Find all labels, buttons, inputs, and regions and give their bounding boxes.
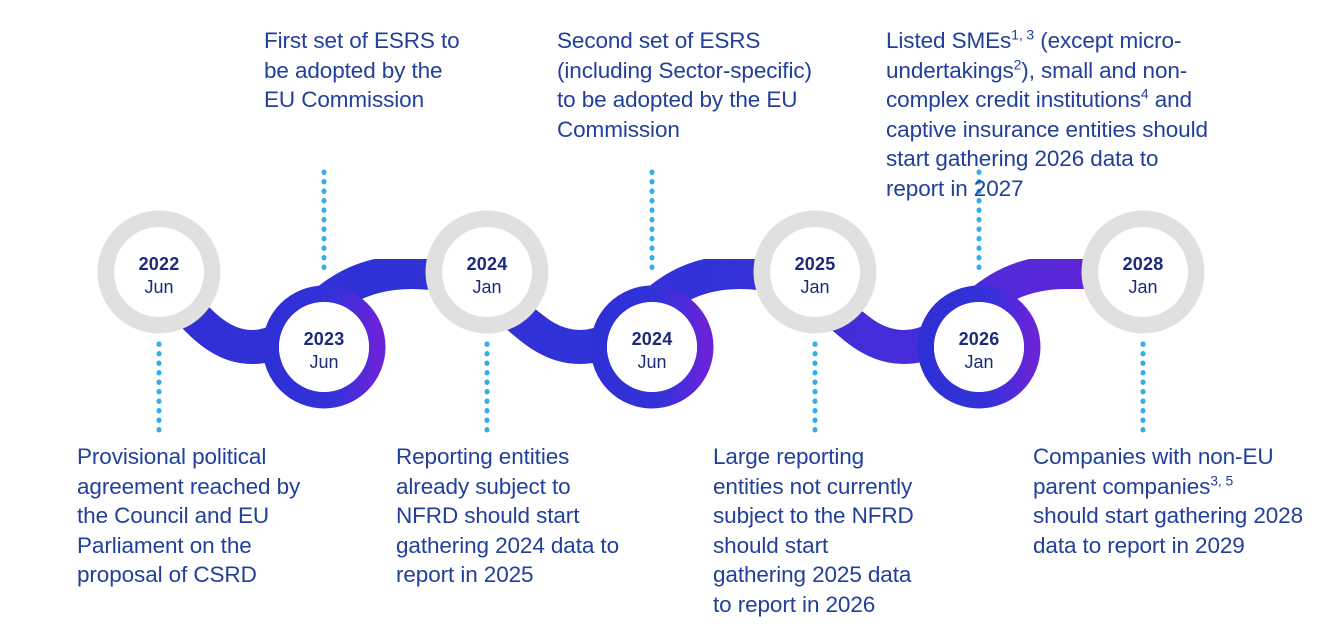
node-year-label: 2024 <box>467 254 508 274</box>
callout-non-eu-parent: Companies with non-EU parent companies3,… <box>1033 442 1303 560</box>
node-face <box>770 227 860 317</box>
node-year-label: 2022 <box>139 254 180 274</box>
node-month-label: Jan <box>472 277 501 297</box>
callout-provisional-agreement: Provisional political agreement reached … <box>77 444 301 587</box>
callout-listed-smes: Listed SMEs1, 3 (except micro-undertakin… <box>886 26 1208 203</box>
footnote-ref: 1, 3 <box>1011 26 1035 43</box>
node-ring-gray <box>753 210 877 334</box>
node-month-label: Jun <box>309 352 338 372</box>
timeline-nodes: 2022Jun2023Jun2024Jan2024Jun2025Jan2026J… <box>97 210 1205 392</box>
node-year-label: 2023 <box>304 329 345 349</box>
dotted-connectors <box>156 169 1146 435</box>
node-ring-gray <box>97 210 221 334</box>
callout-large-entities: Large reporting entities not currently s… <box>713 444 914 617</box>
node-face <box>442 227 532 317</box>
footnote-ref: 3, 5 <box>1210 472 1234 488</box>
footnote-ref: 2 <box>1013 56 1022 72</box>
node-year-label: 2024 <box>632 329 673 349</box>
callout-text-segment: and captive insurance entities should st… <box>886 87 1208 201</box>
node-month-label: Jun <box>144 277 173 297</box>
node-month-label: Jun <box>637 352 666 372</box>
node-face <box>114 227 204 317</box>
node-year-label: 2028 <box>1123 254 1164 274</box>
callout-text-segment: Companies with non-EU parent companies <box>1033 444 1274 499</box>
callout-text-segment: ), small and non-complex credit institut… <box>886 57 1188 113</box>
callout-text-segment: should start gathering 2028 data to repo… <box>1033 503 1303 558</box>
node-month-label: Jan <box>964 352 993 372</box>
node-year-label: 2025 <box>795 254 836 274</box>
node-ring-gray <box>1081 210 1205 334</box>
callout-second-esrs: Second set of ESRS (including Sector-spe… <box>557 28 812 142</box>
node-face <box>607 302 697 392</box>
callout-text-segment: Listed SMEs <box>886 28 1012 53</box>
node-face <box>1098 227 1188 317</box>
node-face <box>279 302 369 392</box>
callout-text-segment: (except micro-undertakings <box>886 28 1182 83</box>
callout-nfrd-entities: Reporting entities already subject to NF… <box>396 444 619 587</box>
node-face <box>934 302 1024 392</box>
node-year-label: 2026 <box>959 329 1000 349</box>
node-month-label: Jan <box>1128 277 1157 297</box>
footnote-ref: 4 <box>1140 85 1149 102</box>
node-month-label: Jan <box>800 277 829 297</box>
callout-first-esrs: First set of ESRS to be adopted by the E… <box>264 28 460 112</box>
node-ring-gray <box>425 210 549 334</box>
